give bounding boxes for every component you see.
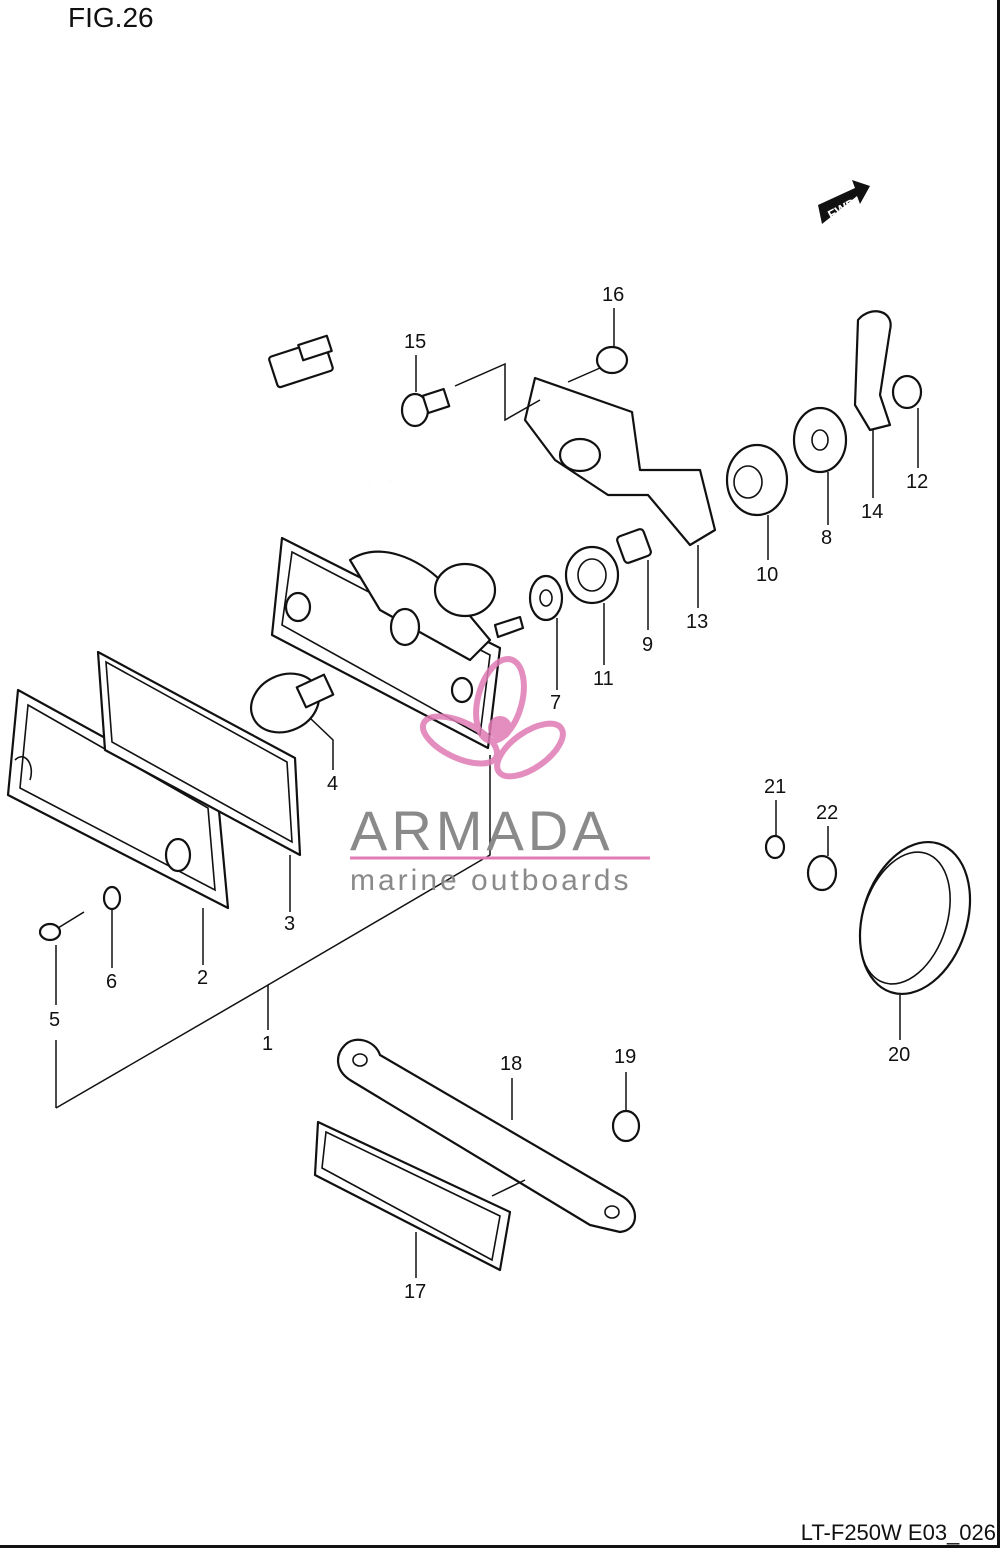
washer-7	[528, 574, 564, 622]
watermark-logo-icon	[419, 656, 566, 780]
callout-5: 5	[49, 1009, 60, 1031]
callout-10: 10	[756, 564, 778, 586]
washer-22	[806, 854, 838, 892]
nut-19	[611, 1109, 641, 1143]
callout-15: 15	[404, 331, 426, 353]
callout-6: 6	[106, 971, 117, 993]
washer-21	[764, 834, 786, 860]
bolt-15	[400, 387, 451, 428]
callout-3: 3	[284, 913, 295, 935]
bracket-hole	[558, 437, 602, 473]
reflector-20	[858, 840, 972, 996]
washer-8	[792, 406, 848, 474]
callout-14: 14	[861, 501, 883, 523]
callout-16: 16	[602, 284, 624, 306]
callout-9: 9	[642, 634, 653, 656]
washer-6	[102, 885, 122, 911]
stay-14	[853, 310, 892, 432]
callout-13: 13	[686, 611, 708, 633]
callout-21: 21	[764, 776, 786, 798]
callout-2: 2	[197, 967, 208, 989]
reflector-17	[313, 1120, 512, 1272]
watermark-brand: ARMADA	[350, 799, 614, 862]
callout-20: 20	[888, 1044, 910, 1066]
figure-title: FIG.26	[68, 2, 154, 33]
callout-labels: 1 2 3 4 5 6 7 8 9 10 11 12 13 14 15 16 1…	[49, 284, 928, 1303]
screw	[38, 911, 85, 942]
spacer-9	[616, 528, 652, 564]
wire-harness	[229, 334, 533, 595]
frame-right-border	[997, 0, 1000, 1548]
bracket-18	[337, 1038, 636, 1234]
fwd-arrow-icon: FWD	[818, 180, 870, 224]
lamp-housing	[270, 536, 525, 750]
callout-19: 19	[614, 1046, 636, 1068]
callout-8: 8	[821, 527, 832, 549]
nut-12	[891, 374, 923, 410]
callout-12: 12	[906, 471, 928, 493]
callout-17: 17	[404, 1281, 426, 1303]
diagram-code: LT-F250W E03_026	[800, 1520, 996, 1545]
callout-1: 1	[262, 1033, 273, 1055]
frame-bottom-border	[0, 1545, 1000, 1548]
leader-lines	[55, 308, 919, 1278]
callout-11: 11	[593, 668, 614, 690]
grommet-11	[564, 545, 620, 605]
callout-18: 18	[500, 1053, 522, 1075]
nut-16	[595, 345, 629, 375]
gasket	[96, 650, 302, 857]
callout-7: 7	[550, 692, 561, 714]
fwd-label: FWD	[825, 195, 858, 222]
cushion-10	[725, 443, 789, 517]
bulb	[250, 672, 335, 734]
callout-4: 4	[327, 773, 338, 795]
watermark-tagline: marine outboards	[350, 864, 631, 897]
callout-22: 22	[816, 802, 838, 824]
bracket-13	[523, 376, 717, 547]
